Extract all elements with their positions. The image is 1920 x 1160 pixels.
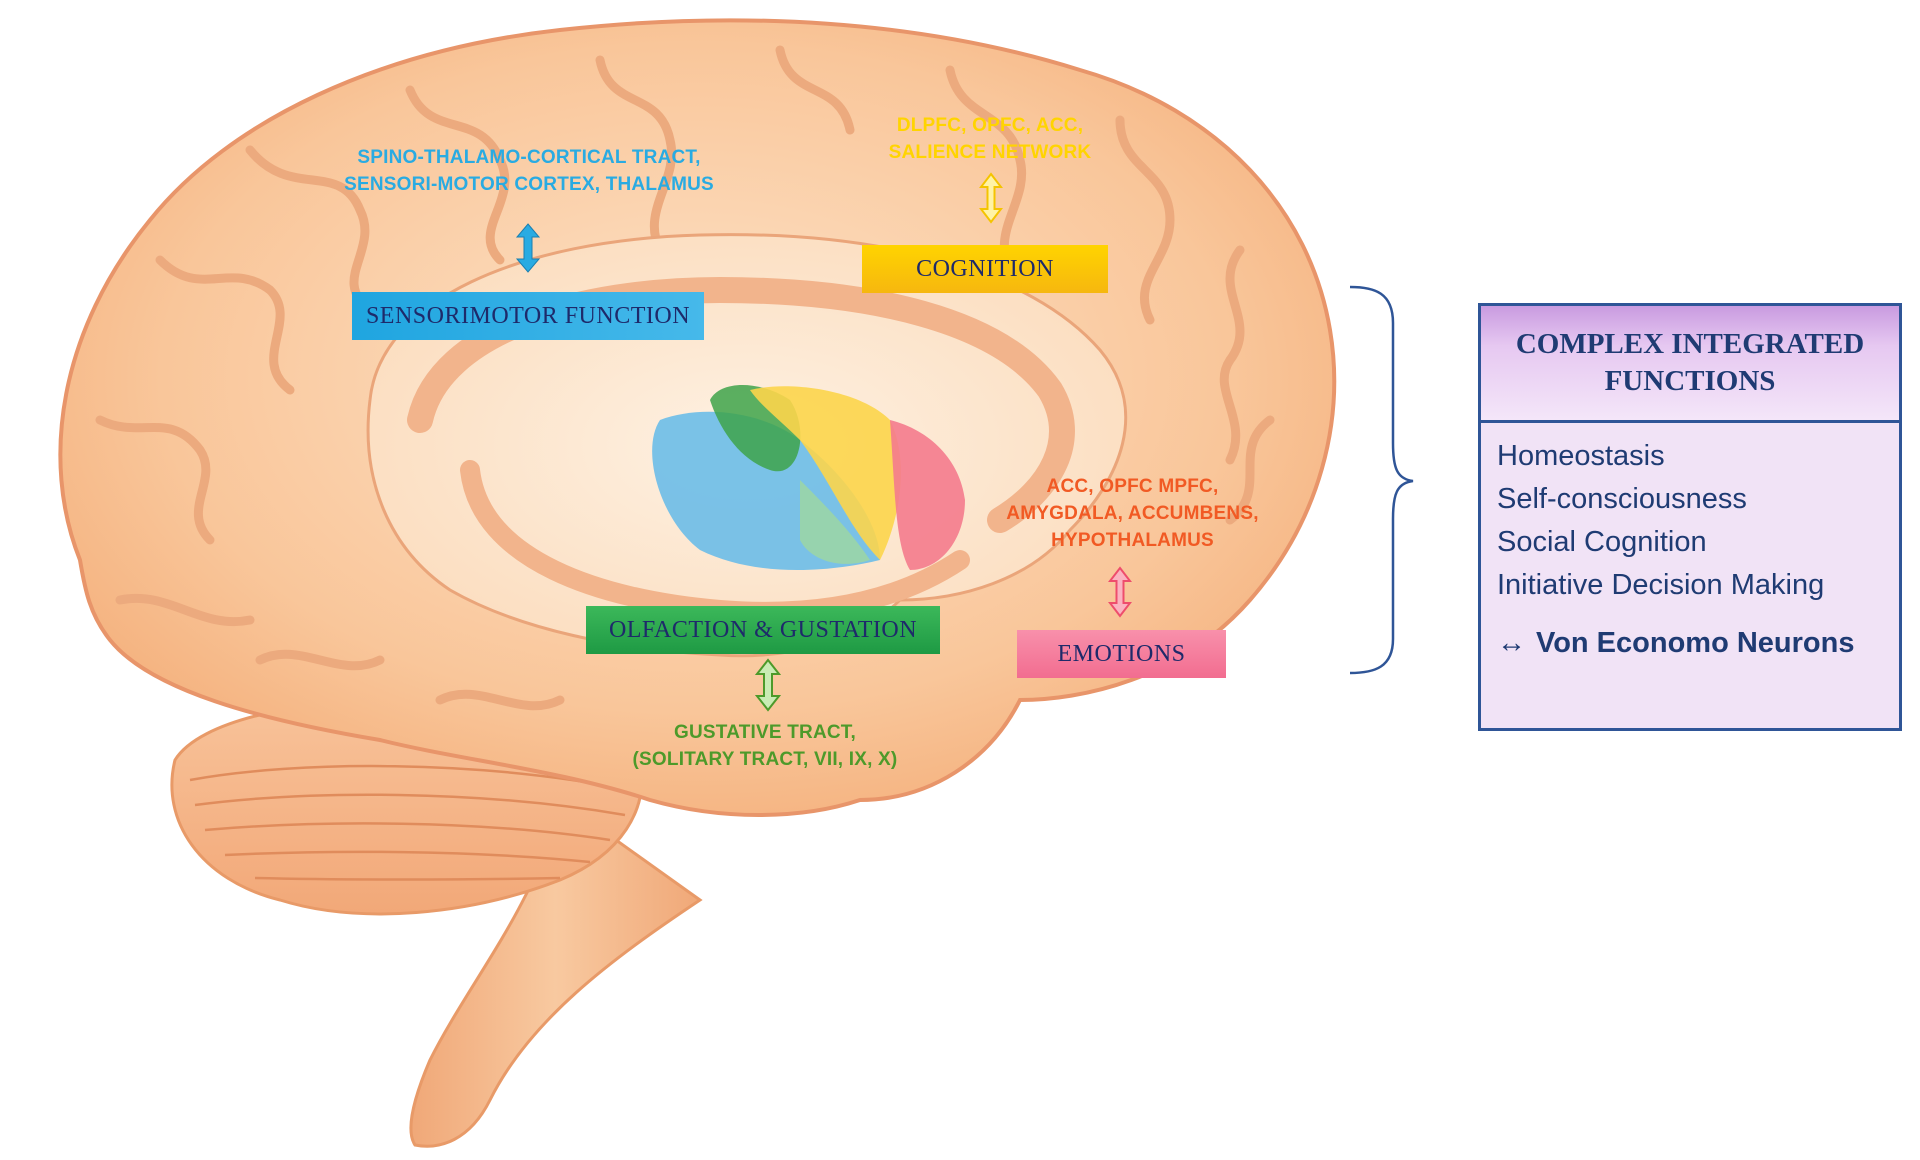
cognition-box: COGNITION	[862, 245, 1108, 293]
double-arrow-pink-icon	[1108, 566, 1132, 618]
panel-title: COMPLEX INTEGRATED FUNCTIONS	[1481, 306, 1899, 423]
list-item: Initiative Decision Making	[1497, 569, 1825, 601]
double-arrow-yellow-icon	[979, 172, 1003, 224]
annotation-line: DLPFC, OPFC, ACC,	[896, 115, 1084, 136]
olfaction-gustation-box: OLFACTION & GUSTATION	[586, 606, 940, 654]
annotation-line: (SOLITARY TRACT, VII, IX, X)	[632, 749, 898, 770]
function-list: Homeostasis Self-consciousness Social Co…	[1481, 423, 1899, 660]
olfaction-annotation: GUSTATIVE TRACT, (SOLITARY TRACT, VII, I…	[620, 719, 910, 773]
von-economo-neurons: ↔ Von Economo Neurons	[1497, 627, 1899, 660]
sensorimotor-function-box: SENSORIMOTOR FUNCTION	[352, 292, 704, 340]
curly-brace-icon	[1349, 285, 1414, 675]
annotation-line: SALIENCE NETWORK	[888, 142, 1092, 163]
sensorimotor-annotation: SPINO-THALAMO-CORTICAL TRACT, SENSORI-MO…	[344, 144, 714, 198]
annotation-line: SPINO-THALAMO-CORTICAL TRACT,	[357, 147, 701, 168]
double-arrow-green-icon	[755, 658, 781, 712]
neurons-label: Von Economo Neurons	[1536, 627, 1855, 659]
annotation-line: HYPOTHALAMUS	[1051, 530, 1214, 551]
list-item: Homeostasis	[1497, 440, 1665, 472]
cognition-annotation: DLPFC, OPFC, ACC, SALIENCE NETWORK	[870, 112, 1110, 166]
list-item: Social Cognition	[1497, 526, 1707, 558]
brainstem	[409, 797, 703, 1148]
bidirectional-arrow-icon: ↔	[1497, 627, 1526, 659]
annotation-line: ACC, OPFC MPFC,	[1046, 476, 1219, 497]
double-arrow-blue-icon	[515, 223, 541, 273]
annotation-line: AMYGDALA, ACCUMBENS,	[1006, 503, 1259, 524]
annotation-line: SENSORI-MOTOR CORTEX, THALAMUS	[344, 174, 714, 195]
list-item: Self-consciousness	[1497, 483, 1747, 515]
panel-title-line: COMPLEX INTEGRATED	[1515, 328, 1865, 360]
complex-integrated-functions-panel: COMPLEX INTEGRATED FUNCTIONS Homeostasis…	[1478, 303, 1902, 731]
insula-regions	[652, 385, 965, 570]
emotions-annotation: ACC, OPFC MPFC, AMYGDALA, ACCUMBENS, HYP…	[1000, 473, 1265, 554]
panel-title-line: FUNCTIONS	[1604, 365, 1776, 397]
annotation-line: GUSTATIVE TRACT,	[674, 722, 856, 743]
emotions-box: EMOTIONS	[1017, 630, 1226, 678]
